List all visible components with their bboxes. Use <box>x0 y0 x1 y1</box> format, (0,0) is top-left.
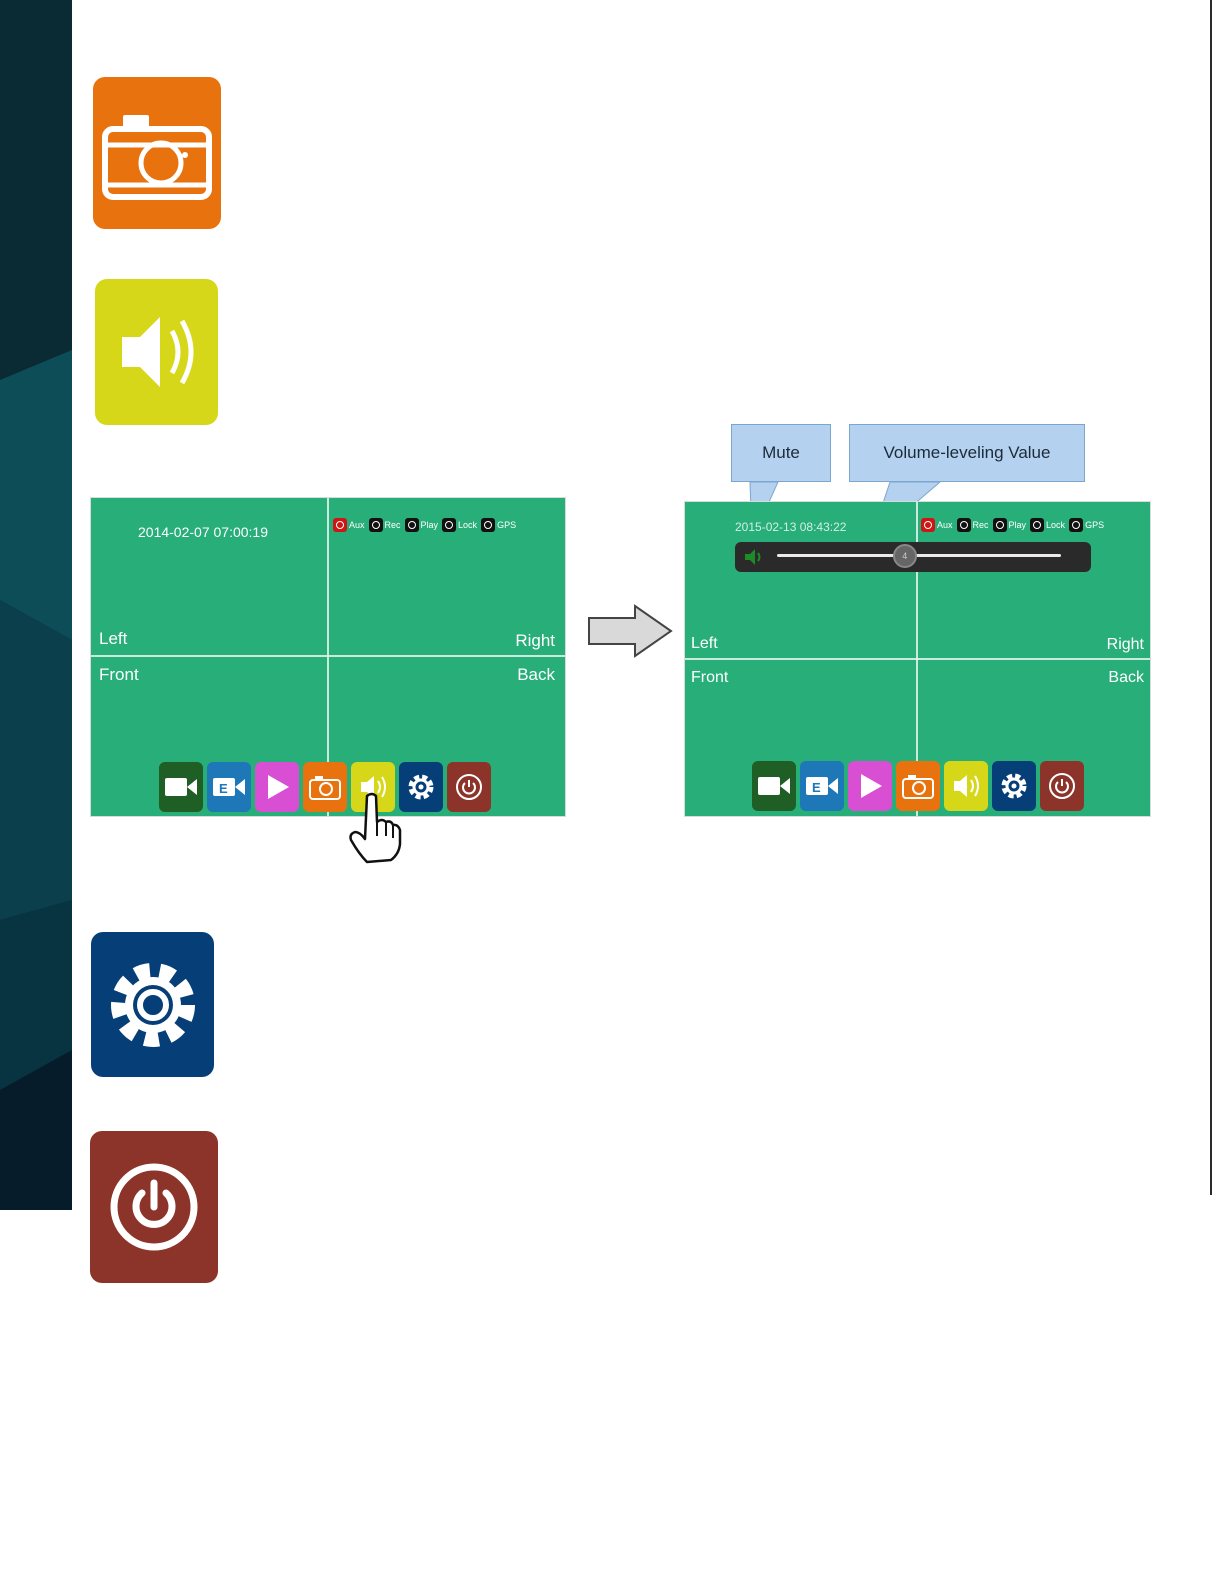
quadrant-right-label: Right <box>515 631 555 651</box>
gear-icon <box>998 770 1030 802</box>
power-button[interactable] <box>1040 761 1084 811</box>
status-rec: Rec <box>369 518 401 532</box>
play-button[interactable] <box>848 761 892 811</box>
play-icon <box>262 772 292 802</box>
toolbar: E <box>159 762 491 812</box>
volume-button-large[interactable] <box>95 279 218 425</box>
quadrant-right-label: Right <box>1107 636 1144 654</box>
settings-button[interactable] <box>399 762 443 812</box>
right-edge-line <box>1210 0 1212 1195</box>
status-aux: Aux <box>333 518 365 532</box>
play-icon <box>855 771 885 801</box>
hand-pointer-icon <box>345 792 405 864</box>
speaker-icon <box>951 771 981 801</box>
status-play: Play <box>405 518 439 532</box>
status-play: Play <box>993 518 1027 532</box>
status-lock: Lock <box>442 518 477 532</box>
volume-button[interactable] <box>944 761 988 811</box>
event-camera-icon: E <box>212 775 246 799</box>
power-icon <box>106 1159 202 1255</box>
status-gps: GPS <box>481 518 516 532</box>
quadrant-left-label: Left <box>691 635 718 653</box>
arrow-right-icon <box>587 604 673 658</box>
gear-icon <box>405 771 437 803</box>
record-button[interactable] <box>159 762 203 812</box>
status-aux: Aux <box>921 518 953 532</box>
play-button[interactable] <box>255 762 299 812</box>
quadrant-left-label: Left <box>99 629 127 649</box>
power-icon <box>1047 771 1077 801</box>
status-gps: GPS <box>1069 518 1104 532</box>
gear-icon <box>103 955 203 1055</box>
volume-slider[interactable]: 4 <box>735 542 1091 572</box>
snapshot-button[interactable] <box>896 761 940 811</box>
power-button[interactable] <box>447 762 491 812</box>
camera-button-large[interactable] <box>93 77 221 229</box>
status-bar: Aux Rec Play Lock GPS <box>921 518 1104 532</box>
camera-icon <box>901 772 935 800</box>
divider-horizontal <box>685 658 1150 660</box>
volume-leveling-callout-text: Volume-leveling Value <box>884 443 1051 463</box>
video-camera-icon <box>757 774 791 798</box>
svg-text:E: E <box>219 781 228 796</box>
speaker-icon <box>112 307 202 397</box>
svg-text:E: E <box>812 780 821 795</box>
toolbar: E <box>752 761 1084 811</box>
quadrant-back-label: Back <box>1108 669 1144 687</box>
record-button[interactable] <box>752 761 796 811</box>
volume-slider-knob[interactable]: 4 <box>893 544 917 568</box>
volume-slider-track[interactable] <box>777 554 1061 557</box>
power-icon <box>454 772 484 802</box>
decorative-sidebar <box>0 0 72 1210</box>
event-record-button[interactable]: E <box>207 762 251 812</box>
settings-button[interactable] <box>992 761 1036 811</box>
divider-horizontal <box>91 655 565 657</box>
mute-callout: Mute <box>731 424 831 482</box>
quadrant-front-label: Front <box>691 669 728 687</box>
mute-speaker-icon[interactable] <box>743 547 765 567</box>
event-camera-icon: E <box>805 774 839 798</box>
status-bar: Aux Rec Play Lock GPS <box>333 518 516 532</box>
video-camera-icon <box>164 775 198 799</box>
quadrant-back-label: Back <box>517 665 555 685</box>
status-rec: Rec <box>957 518 989 532</box>
power-button-large[interactable] <box>90 1131 218 1283</box>
event-record-button[interactable]: E <box>800 761 844 811</box>
quadrant-front-label: Front <box>99 665 139 685</box>
timestamp: 2015-02-13 08:43:22 <box>735 520 846 534</box>
camera-icon <box>308 773 342 801</box>
snapshot-button[interactable] <box>303 762 347 812</box>
volume-leveling-callout: Volume-leveling Value <box>849 424 1085 482</box>
status-lock: Lock <box>1030 518 1065 532</box>
timestamp: 2014-02-07 07:00:19 <box>138 524 268 540</box>
camera-icon <box>101 105 213 201</box>
mute-callout-text: Mute <box>762 443 800 463</box>
dvr-screen-after: 2015-02-13 08:43:22 Aux Rec Play Lock GP… <box>684 501 1151 817</box>
dvr-screen-before: 2014-02-07 07:00:19 Aux Rec Play Lock GP… <box>90 497 566 817</box>
settings-button-large[interactable] <box>91 932 214 1077</box>
